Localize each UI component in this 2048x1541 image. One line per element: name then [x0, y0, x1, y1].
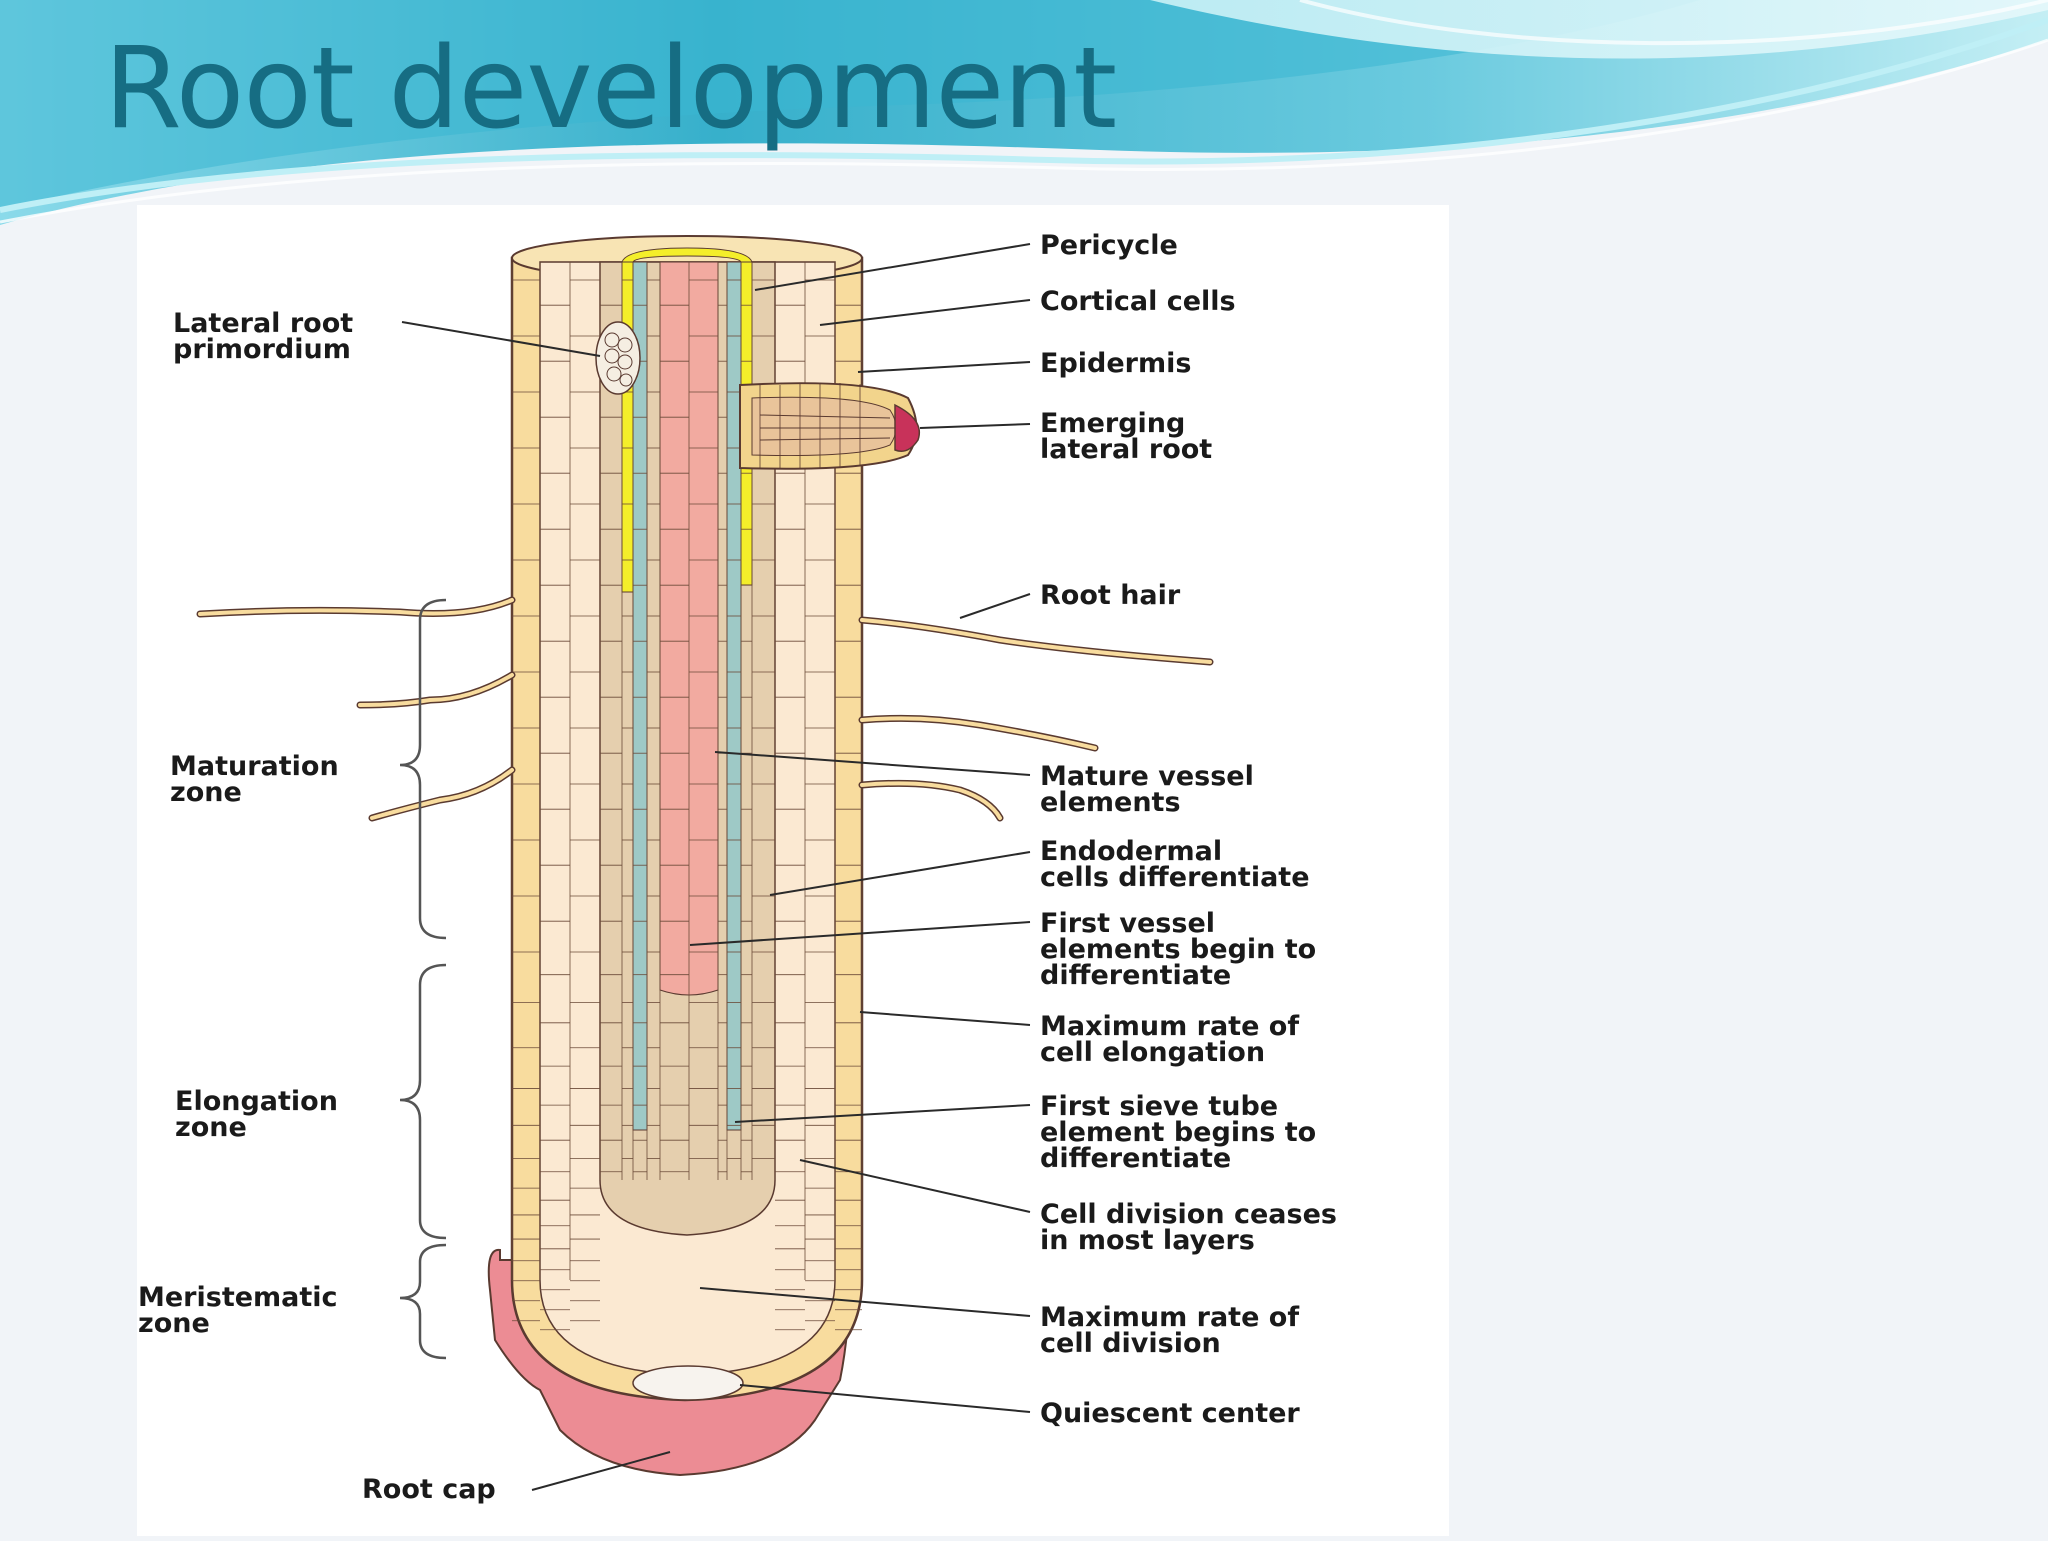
label-line: zone [138, 1308, 210, 1339]
label-line: Epidermis [1040, 348, 1191, 379]
zone-brackets [399, 598, 447, 1360]
leader-pericycle [754, 243, 1031, 291]
label-line: zone [170, 777, 242, 808]
label-line: Meristematic [138, 1282, 338, 1313]
label-line: differentiate [1040, 960, 1231, 991]
quiescent-center-shape [632, 1365, 744, 1401]
leader-quiescent [739, 1384, 1031, 1413]
leader-max-elongation [859, 1011, 1031, 1026]
label-root-hair: Root hair [1040, 580, 1181, 611]
label-quiescent-center: Quiescent center [1040, 1398, 1300, 1429]
header-wave [0, 0, 2048, 225]
label-line: zone [175, 1112, 247, 1143]
label-pericycle: Pericycle [1040, 230, 1178, 261]
label-line: Root hair [1040, 580, 1181, 611]
label-line: Endodermal [1040, 836, 1222, 867]
label-line: Maximum rate of [1040, 1302, 1299, 1333]
main-root [487, 235, 864, 1477]
label-line: Pericycle [1040, 230, 1178, 261]
label-line: in most layers [1040, 1225, 1255, 1256]
label-line: cells differentiate [1040, 862, 1310, 893]
label-line: Maturation [170, 751, 339, 782]
label-line: First sieve tube [1040, 1091, 1278, 1122]
leader-mature-vessel [714, 751, 1031, 776]
label-line: First vessel [1040, 908, 1215, 939]
leader-endodermal [769, 851, 1031, 896]
lateral-root-primordium-shape [595, 321, 641, 395]
slide-title: Root development [104, 24, 1117, 154]
label-line: Emerging [1040, 408, 1185, 439]
emerging-lateral-root-shape [739, 382, 920, 470]
root-hairs [196, 596, 1214, 822]
label-line: Cell division ceases [1040, 1199, 1337, 1230]
labels: Pericycle Cortical cells Epidermis Emerg… [138, 230, 1337, 1505]
label-root-cap: Root cap [362, 1474, 496, 1505]
pericycle-left [621, 261, 634, 593]
leader-root-cap [531, 1451, 671, 1491]
leader-sieve-tube [734, 1104, 1031, 1123]
label-line: Cortical cells [1040, 286, 1236, 317]
label-line: Root cap [362, 1474, 496, 1505]
label-line: elements begin to [1040, 934, 1316, 965]
label-line: elements [1040, 787, 1181, 818]
label-line: Elongation [175, 1086, 338, 1117]
label-line: Lateral root [173, 308, 353, 339]
phloem-left [632, 261, 648, 1131]
bracket-maturation [399, 598, 447, 940]
leader-division-ceases [799, 1159, 1031, 1213]
leader-lines [401, 243, 1031, 1491]
label-cortical-cells: Cortical cells [1040, 286, 1236, 317]
label-line: cell division [1040, 1328, 1221, 1359]
leader-epidermis [857, 361, 1031, 373]
label-line: differentiate [1040, 1143, 1231, 1174]
bracket-meristematic [399, 1243, 447, 1360]
leader-cortical [819, 299, 1031, 326]
label-line: Quiescent center [1040, 1398, 1300, 1429]
leader-lateral-primordium [401, 321, 601, 357]
leader-first-vessel [689, 921, 1031, 946]
label-epidermis: Epidermis [1040, 348, 1191, 379]
label-line: cell elongation [1040, 1037, 1265, 1068]
label-line: lateral root [1040, 434, 1212, 465]
bracket-elongation [399, 963, 447, 1240]
leader-emerging [919, 423, 1031, 429]
label-line: Maximum rate of [1040, 1011, 1299, 1042]
label-line: Mature vessel [1040, 761, 1254, 792]
label-line: primordium [173, 334, 351, 365]
leader-root-hair [959, 593, 1031, 619]
label-line: element begins to [1040, 1117, 1316, 1148]
leader-max-division [699, 1287, 1031, 1317]
